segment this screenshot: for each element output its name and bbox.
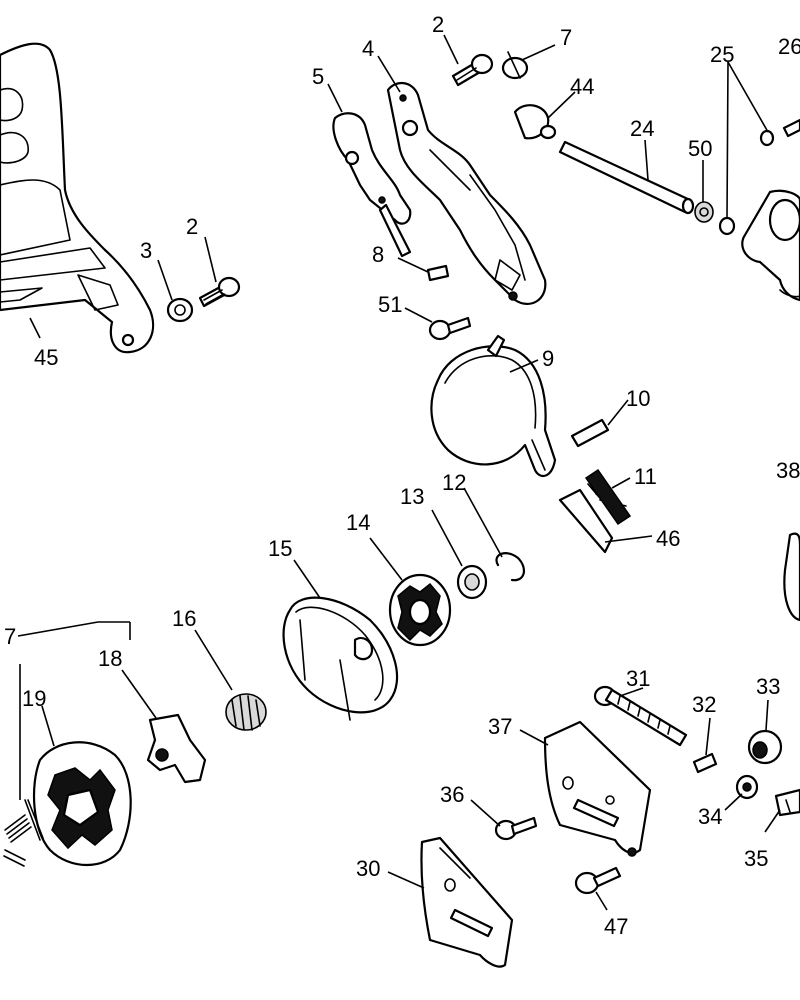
callout-7-top: 7 bbox=[560, 25, 572, 50]
callout-45: 45 bbox=[34, 345, 58, 370]
callout-13: 13 bbox=[400, 484, 424, 509]
part-11-spring bbox=[584, 468, 632, 526]
callout-35: 35 bbox=[744, 846, 768, 871]
part-50-bushing bbox=[694, 201, 714, 223]
clutch-housing-right bbox=[741, 189, 800, 302]
part-32-nut bbox=[692, 752, 718, 774]
part-51-screw bbox=[428, 316, 472, 341]
part-24-rod bbox=[558, 140, 695, 215]
callout-36: 36 bbox=[440, 782, 464, 807]
part-25-ring-a bbox=[718, 216, 736, 236]
part-18-clutch-hub bbox=[146, 713, 207, 784]
callout-7-left: 7 bbox=[4, 624, 16, 649]
part-19-clutch bbox=[32, 741, 132, 867]
part-12-circlip bbox=[495, 552, 526, 582]
callout-44: 44 bbox=[570, 74, 594, 99]
callout-8: 8 bbox=[372, 242, 384, 267]
callout-2-left: 2 bbox=[186, 214, 198, 239]
part-10-pin bbox=[570, 418, 610, 448]
part-2-screw-left bbox=[198, 276, 241, 308]
callout-2-top: 2 bbox=[432, 12, 444, 37]
leader-lines bbox=[17, 34, 781, 911]
part-7-clip-top bbox=[501, 51, 529, 80]
part-34-washer bbox=[735, 774, 759, 800]
callout-38: 38 bbox=[776, 458, 800, 483]
callout-9: 9 bbox=[542, 346, 554, 371]
callout-5: 5 bbox=[312, 64, 324, 89]
callout-37: 37 bbox=[488, 714, 512, 739]
callout-3: 3 bbox=[140, 238, 152, 263]
callout-24: 24 bbox=[630, 116, 654, 141]
callout-46: 46 bbox=[656, 526, 680, 551]
callout-33: 33 bbox=[756, 674, 780, 699]
part-30-guide-plate bbox=[420, 836, 514, 968]
part-26 bbox=[782, 118, 800, 138]
callout-34: 34 bbox=[698, 804, 722, 829]
callout-15: 15 bbox=[268, 536, 292, 561]
part-4-brake-plate bbox=[386, 82, 547, 306]
part-33-nut bbox=[747, 729, 783, 765]
callout-14: 14 bbox=[346, 510, 370, 535]
part-37-side-plate bbox=[543, 720, 652, 857]
part-2-screw-top bbox=[451, 53, 494, 87]
part-3-washer bbox=[166, 297, 194, 323]
part-13-washer bbox=[456, 564, 488, 600]
callout-50: 50 bbox=[688, 136, 712, 161]
callout-labels: 2 7 4 44 5 25 26 24 50 2 3 8 51 45 9 10 … bbox=[4, 12, 800, 939]
callout-4: 4 bbox=[362, 36, 374, 61]
part-36-screw bbox=[494, 816, 538, 841]
clutch-springs bbox=[3, 799, 44, 867]
callout-51: 51 bbox=[378, 292, 402, 317]
part-9-brake-band bbox=[430, 334, 557, 478]
callout-18: 18 bbox=[98, 646, 122, 671]
part-45-hand-guard bbox=[0, 42, 155, 354]
callout-26: 26 bbox=[778, 34, 800, 59]
part-25-ring-b bbox=[759, 129, 775, 147]
callout-16: 16 bbox=[172, 606, 196, 631]
part-38 bbox=[783, 532, 800, 622]
part-15-clutch-drum bbox=[282, 596, 399, 721]
callout-30: 30 bbox=[356, 856, 380, 881]
callout-19: 19 bbox=[22, 686, 46, 711]
callout-12: 12 bbox=[442, 470, 466, 495]
part-8-pin bbox=[426, 264, 450, 282]
callout-31: 31 bbox=[626, 666, 650, 691]
callout-25: 25 bbox=[710, 42, 734, 67]
part-14-sprocket bbox=[388, 573, 452, 647]
callout-11: 11 bbox=[634, 464, 657, 489]
callout-47: 47 bbox=[604, 914, 628, 939]
part-47-screw bbox=[574, 866, 622, 895]
callout-10: 10 bbox=[626, 386, 650, 411]
part-31-adjusting-screw bbox=[593, 685, 688, 747]
part-35-clip bbox=[774, 788, 800, 817]
part-16-bearing bbox=[225, 693, 267, 731]
part-5-brake-lever bbox=[332, 112, 412, 258]
part-44-cap bbox=[513, 104, 557, 140]
part-46-plate bbox=[558, 488, 614, 554]
callout-32: 32 bbox=[692, 692, 716, 717]
